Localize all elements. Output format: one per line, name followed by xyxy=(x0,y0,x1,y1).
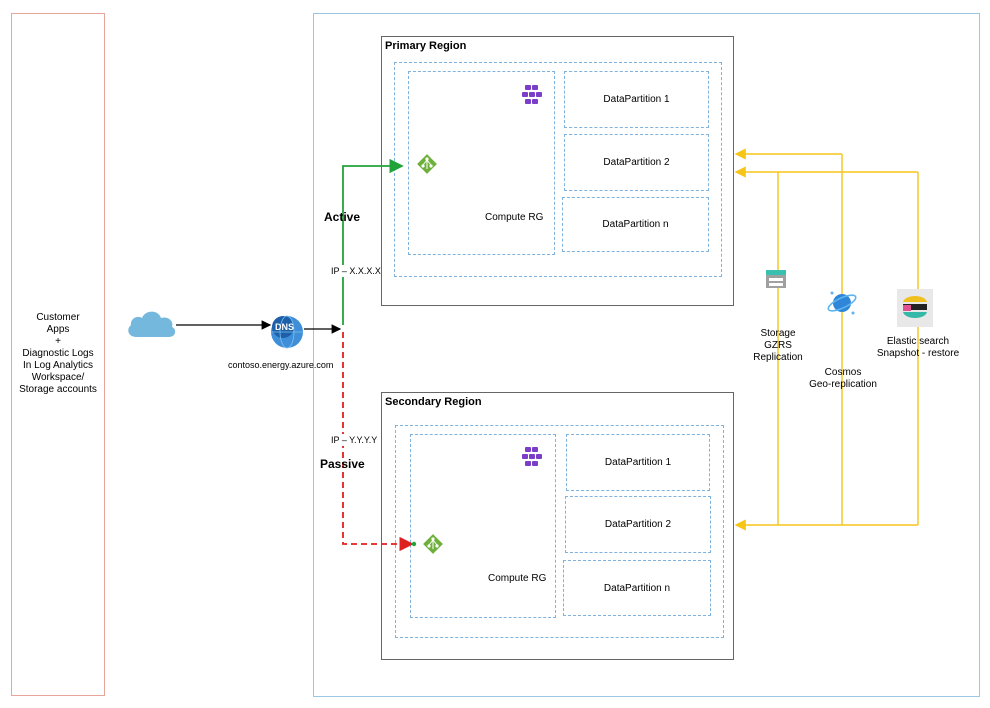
elastic-replication-label: Elastic search Snapshot - restore xyxy=(876,336,960,359)
secondary-compute-label: Compute RG xyxy=(488,573,547,584)
cloud-icon xyxy=(128,311,176,337)
secondary-inner-dashed xyxy=(395,425,724,638)
primary-compute-label: Compute RG xyxy=(485,212,544,223)
customer-apps-panel: Customer Apps + Diagnostic Logs In Log A… xyxy=(11,13,105,696)
cosmos-db-icon xyxy=(827,291,857,315)
secondary-region: Secondary Region xyxy=(381,392,734,660)
primary-partition-n: DataPartition n xyxy=(562,197,709,252)
dns-hostname: contoso.energy.azure.com xyxy=(228,360,334,370)
primary-region: Primary Region xyxy=(381,36,734,306)
active-label: Active xyxy=(324,210,361,224)
primary-region-title: Primary Region xyxy=(385,40,467,52)
dns-globe-icon: DNS xyxy=(270,315,304,349)
storage-replication-label: Storage GZRS Replication xyxy=(753,328,803,363)
primary-ip-label: IP – X.X.X.X xyxy=(331,265,381,277)
active-path xyxy=(342,158,404,325)
passive-endpoint xyxy=(411,541,417,547)
load-balancer-icon xyxy=(423,534,443,554)
dns-badge: DNS xyxy=(275,322,295,332)
secondary-ip-label: IP – Y.Y.Y.Y xyxy=(331,434,378,446)
passive-label: Passive xyxy=(320,457,365,471)
load-balancer-icon xyxy=(417,154,437,174)
secondary-partition-2: DataPartition 2 xyxy=(565,496,711,553)
kubernetes-cluster-icon xyxy=(522,85,542,104)
kubernetes-cluster-icon xyxy=(522,447,542,466)
secondary-region-title: Secondary Region xyxy=(385,396,482,408)
azure-boundary xyxy=(313,13,980,697)
primary-compute-rg: Compute RG xyxy=(408,71,555,255)
secondary-partition-n: DataPartition n xyxy=(563,560,711,616)
passive-path xyxy=(342,332,414,552)
primary-partition-1: DataPartition 1 xyxy=(564,71,709,128)
secondary-compute-rg: Compute RG xyxy=(410,434,556,618)
elastic-search-icon xyxy=(897,289,933,327)
primary-partition-2: DataPartition 2 xyxy=(564,134,709,191)
customer-apps-label: Customer Apps + Diagnostic Logs In Log A… xyxy=(19,312,97,395)
storage-account-icon xyxy=(766,270,786,288)
cosmos-replication-label: Cosmos Geo-replication xyxy=(809,367,877,390)
secondary-partition-1: DataPartition 1 xyxy=(566,434,710,491)
